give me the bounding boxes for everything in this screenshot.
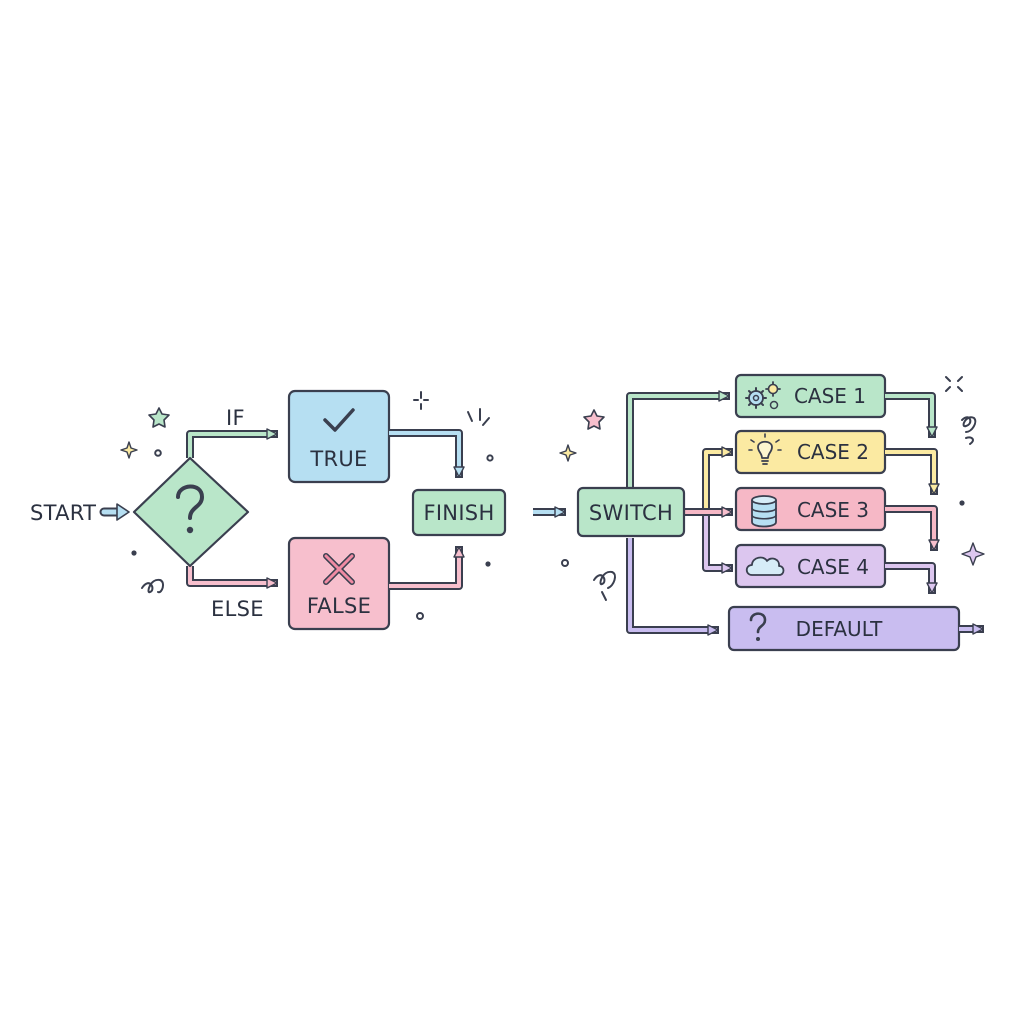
dot-icon bbox=[959, 500, 965, 506]
decision-diamond bbox=[132, 456, 250, 568]
case-3-box: CASE 3 bbox=[734, 486, 887, 532]
switch-to-default-arrow bbox=[626, 538, 719, 636]
else-label: ELSE bbox=[211, 597, 264, 621]
case-2-label: CASE 2 bbox=[797, 440, 869, 464]
gears-icon bbox=[745, 381, 781, 410]
question-icon bbox=[176, 484, 205, 534]
sparkle-icon bbox=[413, 391, 429, 410]
database-icon bbox=[751, 495, 777, 528]
start-arrow bbox=[99, 503, 130, 521]
dot-icon bbox=[154, 449, 162, 457]
start-label: START bbox=[30, 501, 96, 525]
question-icon bbox=[749, 612, 767, 641]
switch-to-case-4-arrow bbox=[684, 508, 733, 574]
true-to-finish-arrow bbox=[389, 429, 465, 478]
star-icon bbox=[583, 409, 605, 430]
switch-flow: SWITCH CASE 1 CASE 2 bbox=[576, 373, 984, 652]
squiggle-icon bbox=[593, 570, 616, 601]
true-label: TRUE bbox=[309, 447, 367, 471]
switch-to-case-2-arrow bbox=[684, 446, 733, 516]
cross-icon bbox=[323, 553, 355, 585]
case-3-label: CASE 3 bbox=[797, 498, 869, 522]
false-to-finish-arrow bbox=[389, 546, 465, 590]
true-box: TRUE bbox=[287, 389, 391, 484]
switch-to-case-1-arrow bbox=[626, 390, 730, 488]
dot-icon bbox=[561, 559, 569, 567]
case-4-label: CASE 4 bbox=[797, 555, 869, 579]
case-1-label: CASE 1 bbox=[794, 384, 866, 408]
finish-label: FINISH bbox=[423, 501, 494, 525]
else-branch-arrow bbox=[186, 566, 278, 589]
finish-box: FINISH bbox=[411, 488, 507, 537]
sparkle-icon bbox=[559, 444, 577, 462]
check-icon bbox=[323, 408, 355, 432]
sparkle-icon bbox=[945, 376, 963, 392]
switch-label: SWITCH bbox=[589, 501, 673, 525]
switch-box: SWITCH bbox=[576, 486, 686, 538]
cloud-icon bbox=[745, 556, 785, 576]
if-else-flow: START IF ELSE T bbox=[30, 389, 507, 631]
default-box: DEFAULT bbox=[727, 605, 961, 652]
if-branch-arrow bbox=[186, 428, 278, 458]
if-label: IF bbox=[226, 406, 245, 430]
decorations bbox=[120, 376, 985, 620]
star-icon bbox=[148, 407, 170, 428]
case-4-out-arrow bbox=[885, 562, 938, 594]
squiggle-icon bbox=[141, 578, 165, 594]
case-4-box: CASE 4 bbox=[734, 543, 887, 589]
sparkle-icon bbox=[961, 542, 985, 566]
false-box: FALSE bbox=[287, 536, 391, 631]
case-1-box: CASE 1 bbox=[734, 373, 887, 419]
sparkle-icon bbox=[120, 441, 138, 459]
dot-icon bbox=[131, 550, 137, 556]
case-2-out-arrow bbox=[885, 448, 940, 495]
case-3-out-arrow bbox=[885, 505, 940, 551]
case-2-box: CASE 2 bbox=[734, 429, 887, 475]
lightbulb-icon bbox=[748, 433, 782, 465]
case-1-out-arrow bbox=[885, 392, 938, 438]
dot-icon bbox=[485, 561, 491, 567]
dot-icon bbox=[486, 454, 494, 462]
squiggle-icon bbox=[961, 416, 977, 445]
false-label: FALSE bbox=[307, 594, 371, 618]
dot-icon bbox=[416, 612, 424, 620]
default-label: DEFAULT bbox=[796, 617, 883, 641]
burst-icon bbox=[467, 408, 490, 426]
